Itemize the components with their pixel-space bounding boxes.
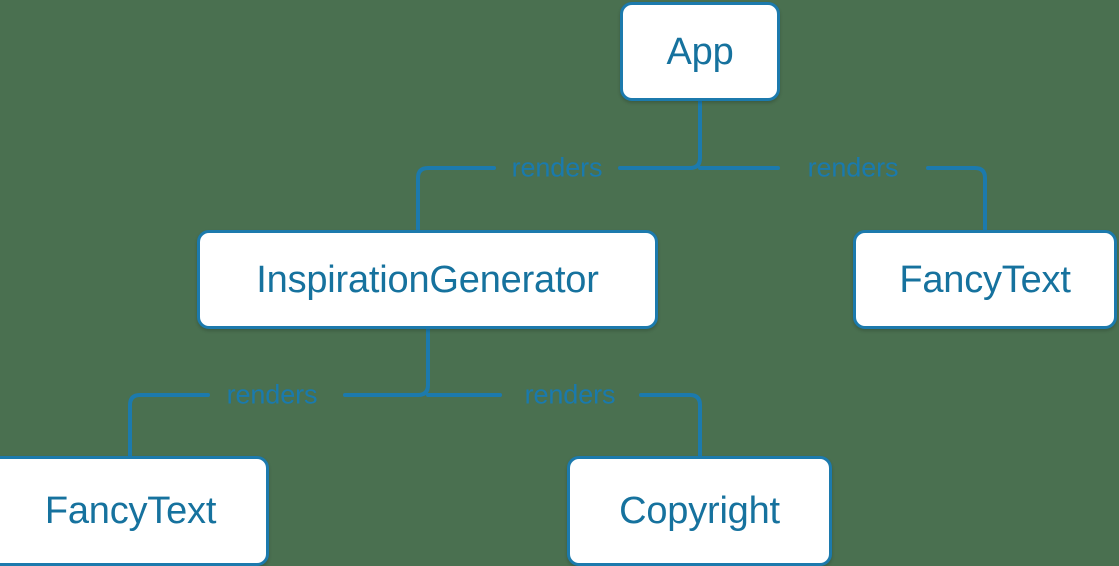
node-copyright-label: Copyright	[619, 490, 780, 532]
node-fancytext-bottom[interactable]: FancyText	[0, 456, 269, 566]
node-inspirationgenerator[interactable]: InspirationGenerator	[197, 230, 658, 329]
node-app-label: App	[666, 30, 734, 73]
edge-inspirationgenerator-to-fancytext-left-seg	[128, 393, 210, 458]
edge-app-to-inspirationgenerator-left-seg	[416, 166, 496, 232]
edge-app-trunk	[688, 99, 702, 170]
edge-label-inspirationgenerator-to-copyright: renders	[524, 379, 616, 410]
edge-label-inspirationgenerator-to-fancytext: renders	[226, 379, 318, 410]
node-fancytext-bottom-label: FancyText	[44, 490, 217, 532]
node-fancytext-right[interactable]: FancyText	[853, 230, 1117, 329]
node-fancytext-right-label: FancyText	[899, 258, 1071, 301]
node-inspirationgenerator-label: InspirationGenerator	[256, 258, 599, 301]
edge-app-to-fancytext-right-seg	[926, 166, 987, 232]
edge-inspirationgenerator-trunk	[416, 327, 430, 397]
edge-label-app-to-fancytext: renders	[807, 152, 899, 183]
edge-inspirationgenerator-to-copyright-right-seg	[639, 393, 702, 458]
node-app[interactable]: App	[620, 2, 780, 101]
edge-label-app-to-inspirationgenerator: renders	[511, 152, 603, 183]
node-copyright[interactable]: Copyright	[567, 456, 832, 566]
